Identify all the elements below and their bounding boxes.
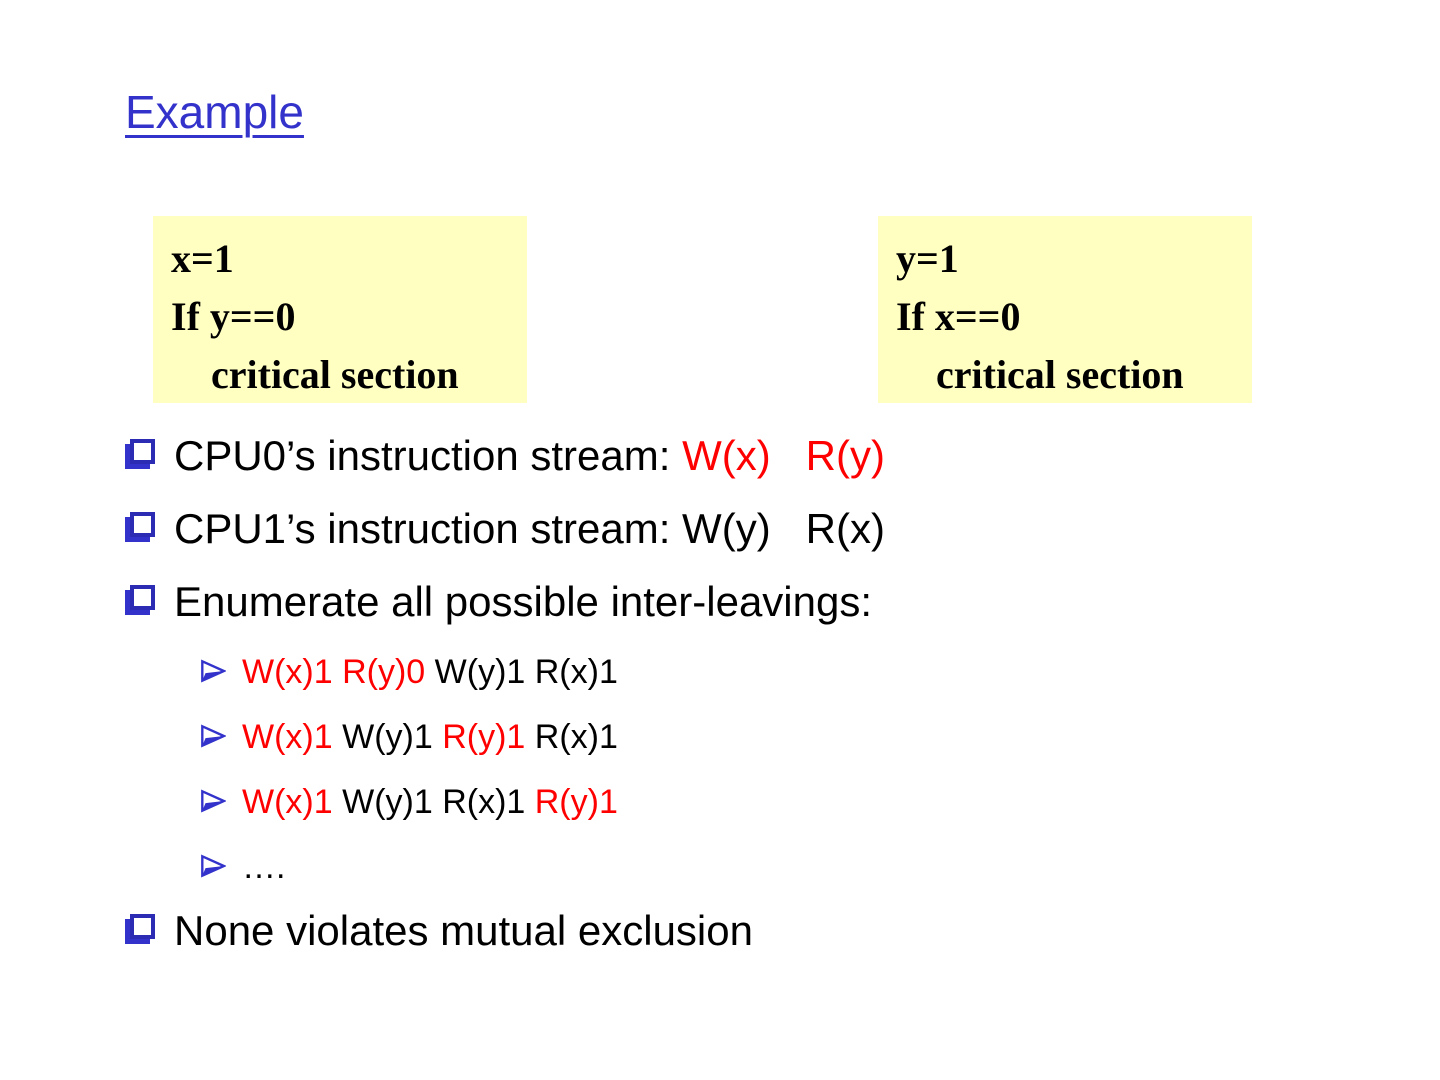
- sub-bullet-interleaving-3: W(x)1 W(y)1 R(x)1 R(y)1: [198, 780, 618, 824]
- sub-bullet-text: W(x)1 R(y)0 W(y)1 R(x)1: [242, 653, 618, 691]
- bullet-cpu0-stream: CPU0’s instruction stream: W(x) R(y): [125, 430, 885, 482]
- square-bullet-icon: [125, 585, 155, 615]
- slide-title: Example: [125, 86, 304, 138]
- bullet-conclusion: None violates mutual exclusion: [125, 905, 753, 957]
- arrow-bullet-icon: [201, 659, 226, 683]
- code-line: y=1: [896, 236, 959, 281]
- code-line: critical section: [171, 352, 459, 397]
- code-line: If y==0: [171, 294, 296, 339]
- code-line: If x==0: [896, 294, 1021, 339]
- bullet-cpu1-stream: CPU1’s instruction stream: W(y) R(x): [125, 503, 885, 555]
- bullet-enumerate: Enumerate all possible inter-leavings:: [125, 576, 872, 628]
- bullet-text: CPU0’s instruction stream: W(x) R(y): [174, 432, 885, 479]
- sub-bullet-interleaving-2: W(x)1 W(y)1 R(y)1 R(x)1: [198, 715, 618, 759]
- code-box-cpu0: x=1 If y==0 critical section: [153, 216, 527, 403]
- code-line: critical section: [896, 352, 1184, 397]
- sub-bullet-text: W(x)1 W(y)1 R(y)1 R(x)1: [242, 718, 618, 756]
- arrow-bullet-icon: [201, 724, 226, 748]
- square-bullet-icon: [125, 914, 155, 944]
- bullet-text: Enumerate all possible inter-leavings:: [174, 578, 873, 625]
- arrow-bullet-icon: [201, 789, 226, 813]
- code-line: x=1: [171, 236, 234, 281]
- square-bullet-icon: [125, 512, 155, 542]
- sub-bullet-interleaving-1: W(x)1 R(y)0 W(y)1 R(x)1: [198, 650, 618, 694]
- arrow-bullet-icon: [201, 854, 226, 878]
- bullet-text: CPU1’s instruction stream: W(y) R(x): [174, 505, 885, 552]
- bullet-text: None violates mutual exclusion: [174, 907, 753, 954]
- square-bullet-icon: [125, 439, 155, 469]
- sub-bullet-ellipsis: ….: [198, 845, 285, 889]
- code-box-cpu1: y=1 If x==0 critical section: [878, 216, 1252, 403]
- sub-bullet-text: ….: [242, 848, 286, 886]
- sub-bullet-text: W(x)1 W(y)1 R(x)1 R(y)1: [242, 783, 618, 821]
